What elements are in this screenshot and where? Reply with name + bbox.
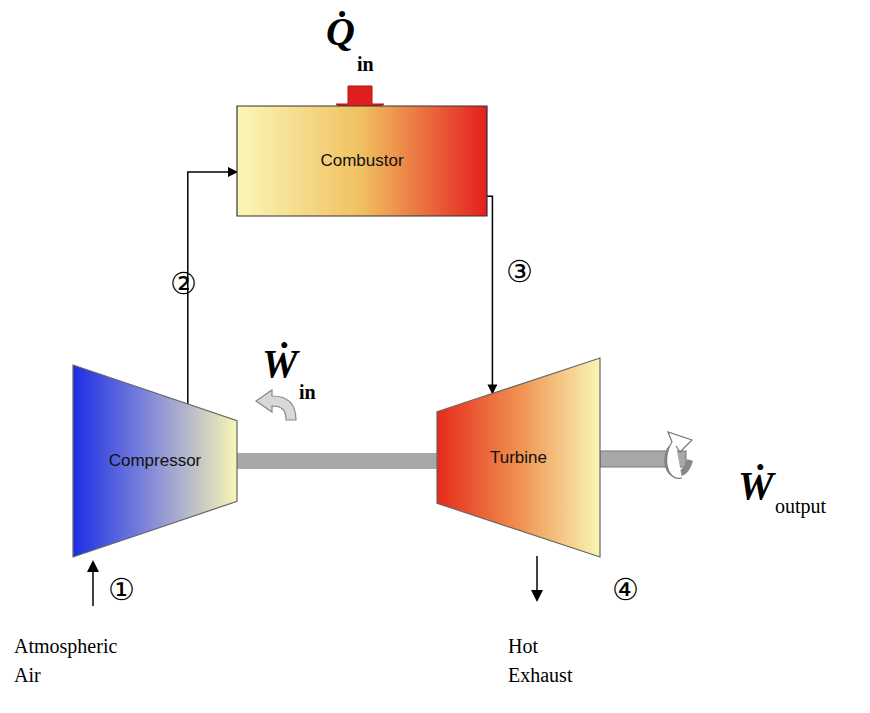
turbomachine-shape: Compressor (73, 365, 237, 557)
annotation-label: output (775, 494, 826, 518)
turbomachine-shape: Turbine (437, 358, 600, 557)
work-out-arrowhead (667, 432, 692, 478)
inlet-arrowhead (87, 560, 99, 572)
callout-number: ③ (506, 254, 533, 290)
exhaust-arrow (536, 556, 538, 592)
combustor-box: Combustor (237, 106, 487, 216)
annotation-label: Ẇ (262, 340, 298, 388)
callout-number: ① (108, 572, 135, 608)
node-label: Compressor (109, 451, 202, 471)
callout-number: ② (170, 266, 197, 302)
annotation-label: Q̇ (326, 8, 355, 56)
flow-connector (487, 196, 492, 393)
callout-number: ④ (612, 572, 639, 608)
annotation-label: Atmospheric Air (14, 632, 134, 690)
exhaust-arrowhead (531, 590, 543, 602)
inlet-arrow (92, 570, 94, 606)
annotation-label: in (357, 52, 374, 76)
annotation-label: in (299, 380, 316, 404)
annotation-label: Ẇ (738, 462, 774, 510)
node-label: Combustor (320, 151, 403, 171)
work-in-arrow (256, 390, 296, 420)
node-label: Turbine (490, 448, 547, 468)
annotation-label: Hot Exhaust (508, 632, 598, 690)
shaft-connector (237, 453, 437, 469)
